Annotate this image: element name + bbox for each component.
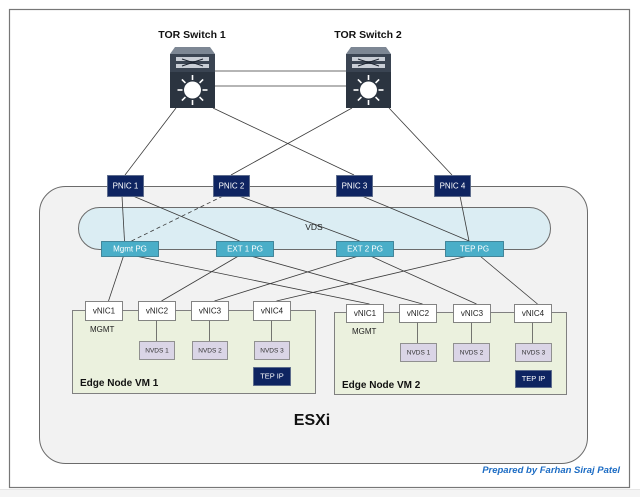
nodes-layer: PNIC 1 PNIC 2 PNIC 3 PNIC 4 Mgmt PG EXT 1 PG E… [85, 175, 552, 388]
vm1-nvds-3: NVDS 3 [254, 341, 290, 360]
vm1-vnic-2-label: vNIC2 [146, 306, 169, 315]
vm1-nvds-1: NVDS 1 [139, 341, 175, 360]
vm2-nvds-2-label: NVDS 2 [460, 349, 484, 356]
links-layer [108, 70, 538, 343]
pnic-4-label: PNIC 4 [440, 181, 466, 190]
link-tor1-to-pnic3 [212, 107, 355, 176]
port-group-tep: TEP PG [445, 241, 504, 257]
vm2-nvds-3-label: NVDS 3 [522, 349, 546, 356]
esxi-label: ESXi [294, 412, 330, 429]
pnic-2-label: PNIC 2 [219, 181, 245, 190]
vm2-vnic-4: vNIC4 [514, 304, 552, 323]
vm2-vnic-3: vNIC3 [453, 304, 491, 323]
vm2-nvds-1-label: NVDS 1 [407, 349, 431, 356]
link-tor2-to-pnic2 [230, 107, 353, 176]
vds-label: VDS [305, 222, 323, 232]
link-pnic1-to-ext1 [132, 195, 240, 242]
network-switch-icon [170, 47, 215, 108]
vm1-vnic-1: vNIC1 [85, 301, 123, 321]
vm1-vnic-3-label: vNIC3 [199, 306, 222, 315]
vm1-tep-ip-label: TEP IP [260, 372, 284, 381]
vm1-vnic-1-label: vNIC1 [93, 306, 116, 315]
tor-switch-2-label: TOR Switch 2 [334, 29, 402, 41]
edge-node-vm1-label: Edge Node VM 1 [80, 378, 159, 389]
port-group-ext1: EXT 1 PG [216, 241, 274, 257]
vm1-vnic-3: vNIC3 [191, 301, 229, 321]
tor-switch-1-label: TOR Switch 1 [158, 29, 226, 41]
port-group-mgmt-label: Mgmt PG [113, 244, 147, 253]
vm2-vnic-3-label: vNIC3 [461, 309, 484, 318]
port-group-ext1-label: EXT 1 PG [227, 244, 263, 253]
vm1-vnic-4: vNIC4 [253, 301, 291, 321]
vm1-mgmt-note: MGMT [90, 325, 115, 334]
bottom-strip [0, 489, 640, 497]
link-tor1-to-pnic1 [124, 107, 177, 176]
pnic-3: PNIC 3 [336, 175, 373, 197]
vm2-tep-ip: TEP IP [515, 370, 552, 388]
vm2-nvds-3: NVDS 3 [515, 343, 552, 362]
link-ext1-to-vm1-vNIC2 [161, 255, 239, 302]
link-ext1-to-vm2-vNIC2 [250, 255, 423, 305]
vm1-nvds-2-label: NVDS 2 [198, 347, 222, 354]
network-switch-icon [346, 47, 391, 108]
vm1-nvds-1-label: NVDS 1 [145, 347, 169, 354]
port-group-ext2: EXT 2 PG [336, 241, 394, 257]
link-tor2-to-pnic4 [388, 107, 453, 176]
port-group-mgmt: Mgmt PG [101, 241, 159, 257]
switches-layer [170, 47, 391, 108]
vm2-nvds-1: NVDS 1 [400, 343, 437, 362]
author-credit: Prepared by Farhan Siraj Patel [482, 465, 620, 476]
link-mgmt-to-vm1-vNIC1 [108, 255, 124, 302]
link-tep-to-vm2-vNIC4 [479, 255, 538, 305]
vm2-vnic-1: vNIC1 [346, 304, 384, 323]
pnic-2: PNIC 2 [213, 175, 250, 197]
link-tep-to-vm1-vNIC4 [276, 255, 469, 302]
link-pnic3-to-tep [361, 195, 470, 242]
vm1-vnic-2: vNIC2 [138, 301, 176, 321]
port-group-ext2-label: EXT 2 PG [347, 244, 383, 253]
vm1-nvds-3-label: NVDS 3 [260, 347, 284, 354]
pnic-3-label: PNIC 3 [342, 181, 368, 190]
link-pnic2-to-mgmt [131, 195, 224, 242]
link-pnic2-to-ext2 [238, 195, 360, 242]
link-mgmt-to-vm2-vNIC1 [135, 255, 370, 305]
link-pnic1-to-mgmt [121, 195, 125, 242]
vm2-mgmt-note: MGMT [352, 327, 377, 336]
port-group-tep-label: TEP PG [460, 244, 489, 253]
pnic-1-label: PNIC 1 [113, 181, 139, 190]
vm2-tep-ip-label: TEP IP [522, 374, 546, 383]
link-ext2-to-vm2-vNIC3 [370, 255, 477, 305]
vm1-nvds-2: NVDS 2 [192, 341, 228, 360]
edge-node-vm2-label: Edge Node VM 2 [342, 380, 421, 391]
vm2-nvds-2: NVDS 2 [453, 343, 490, 362]
vds-switch [78, 207, 551, 250]
link-pnic4-to-tep [459, 195, 470, 242]
pnic-4: PNIC 4 [434, 175, 471, 197]
vm1-vnic-4-label: vNIC4 [261, 306, 284, 315]
link-ext2-to-vm1-vNIC3 [214, 255, 359, 302]
vm2-vnic-2-label: vNIC2 [407, 309, 430, 318]
vm1-tep-ip: TEP IP [253, 367, 291, 386]
vm2-vnic-4-label: vNIC4 [522, 309, 545, 318]
pnic-1: PNIC 1 [107, 175, 144, 197]
vm2-vnic-1-label: vNIC1 [354, 309, 377, 318]
vm2-vnic-2: vNIC2 [399, 304, 437, 323]
